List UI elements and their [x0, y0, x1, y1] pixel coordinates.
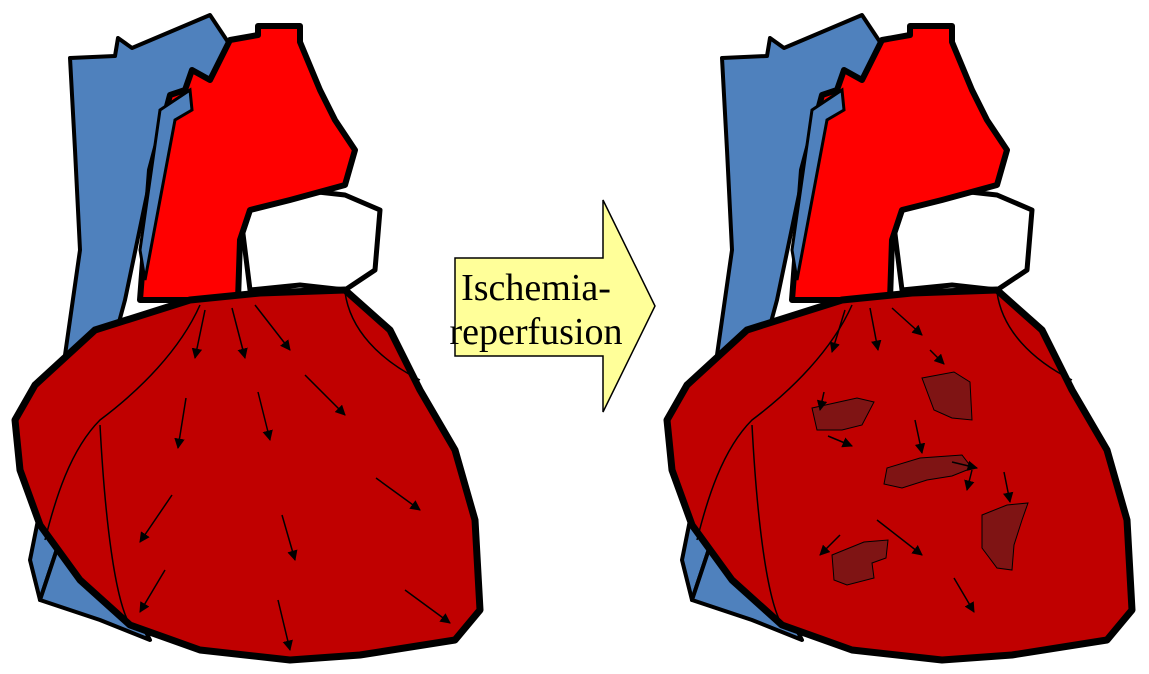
- arrow-label-line1: Ischemia-: [461, 267, 611, 309]
- heart-after: [667, 15, 1132, 660]
- heart-before: [15, 15, 480, 660]
- arrow-label-line2: reperfusion: [449, 311, 622, 353]
- transition-arrow: Ischemia- reperfusion: [449, 200, 655, 412]
